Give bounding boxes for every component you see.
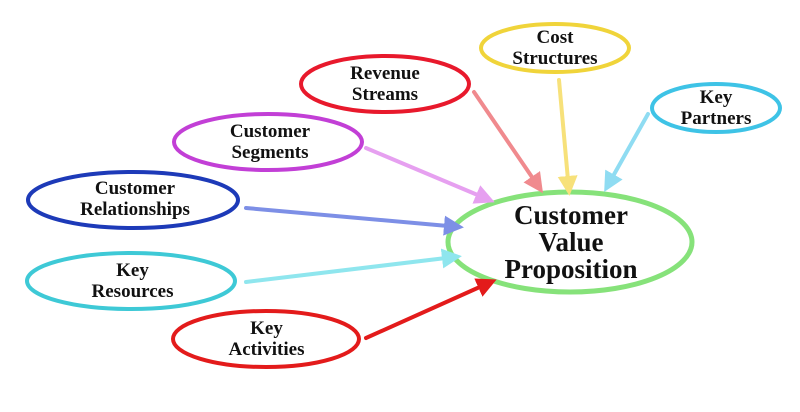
node-ellipse-key-resources	[25, 251, 237, 311]
node-label-cost-structures: Cost Structures	[480, 26, 630, 72]
node-label-cost-structures-line-1: Cost	[536, 27, 574, 49]
node-label-key-resources: Key Resources	[30, 256, 235, 308]
arrow-revenue-streams	[472, 90, 544, 194]
node-label-key-activities-line-2: Activities	[228, 339, 305, 360]
node-label-cost-structures-line-2: Structures	[512, 48, 598, 69]
node-ellipse-customer-segments	[172, 112, 364, 172]
arrow-cost-structures	[557, 78, 578, 196]
node-ellipse-key-partners	[650, 82, 782, 134]
node-label-key-activities-line-1: Key	[250, 318, 283, 340]
node-label-key-partners-line-1: Key	[699, 87, 733, 109]
node-ellipse-key-activities	[171, 309, 361, 369]
node-label-customer-relationships: Customer Relationships	[30, 174, 240, 226]
arrow-customer-relationships	[244, 206, 464, 236]
node-label-key-resources-line-2: Resources	[91, 281, 174, 302]
node-ellipse-cost-structures	[479, 22, 631, 74]
node-label-revenue-streams-line-2: Streams	[351, 84, 419, 105]
node-label-key-partners-line-2: Partners	[680, 108, 752, 129]
node-label-customer-segments: Customer Segments	[180, 118, 360, 168]
node-label-key-activities: Key Activities	[175, 314, 358, 366]
node-ellipse-customer-relationships	[26, 170, 240, 230]
node-label-customer-relationships-line-1: Customer	[94, 178, 176, 200]
arrow-customer-segments	[364, 146, 495, 204]
node-label-customer-segments-line-2: Segments	[231, 142, 309, 163]
node-label-key-partners: Key Partners	[652, 86, 780, 132]
center-label-line-2: Value	[538, 226, 604, 257]
node-label-customer-relationships-line-2: Relationships	[80, 199, 190, 220]
node-label-key-resources-line-1: Key	[116, 260, 149, 282]
arrow-key-resources	[244, 248, 462, 284]
node-label-revenue-streams-line-1: Revenue	[350, 63, 420, 85]
arrow-key-partners	[604, 112, 650, 192]
node-label-customer-segments-line-1: Customer	[229, 121, 311, 143]
arrow-key-activities	[364, 278, 497, 340]
node-ellipse-revenue-streams	[299, 54, 471, 114]
center-label-line-1: Customer	[514, 199, 628, 230]
center-label: Customer Value Proposition	[455, 198, 687, 286]
center-label-line-3: Proposition	[504, 253, 638, 284]
node-label-revenue-streams: Revenue Streams	[305, 60, 465, 110]
